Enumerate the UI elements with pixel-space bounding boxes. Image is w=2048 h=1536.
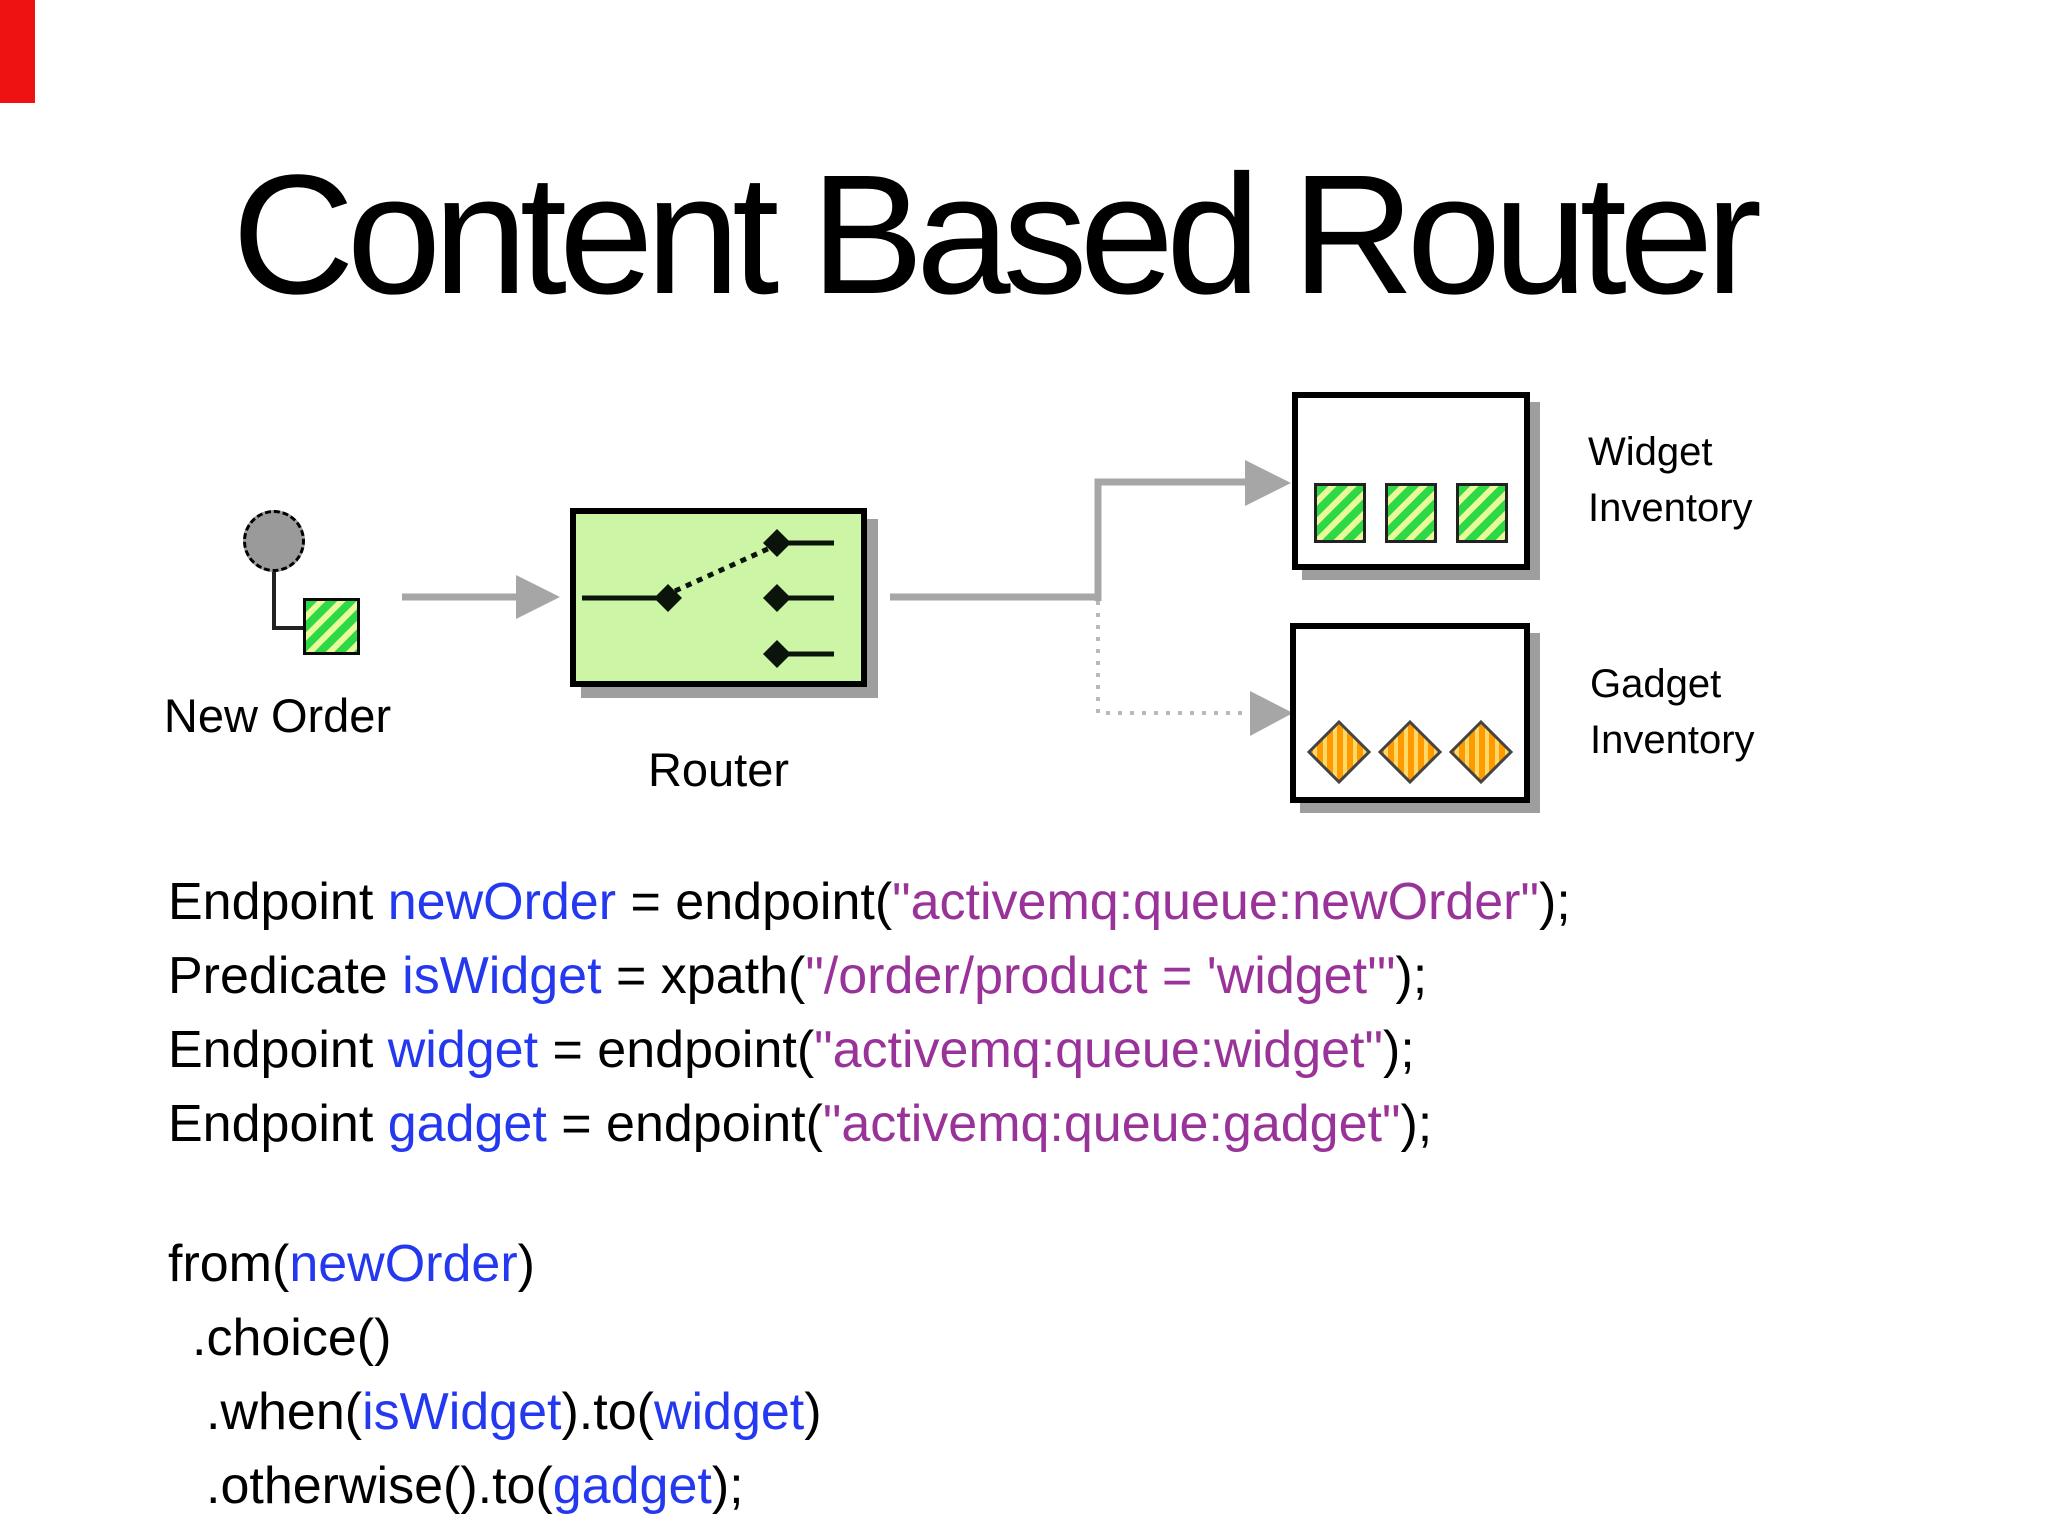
gadget-diamond: [1307, 720, 1371, 784]
code-token: isWidget: [362, 1383, 562, 1441]
code-line-3: Endpoint widget = endpoint("activemq:que…: [168, 1013, 1571, 1087]
code-token: ): [804, 1383, 822, 1441]
widget-item-icon: [1314, 483, 1366, 543]
gadget-arrowhead-icon: [1250, 691, 1293, 736]
red-corner-mark: [0, 0, 35, 103]
code-token: gadget: [552, 1457, 712, 1515]
code-line-7: .when(isWidget).to(widget): [168, 1375, 1571, 1449]
code-token: newOrder: [289, 1235, 518, 1293]
gadget-branch-dotted-line: [1096, 601, 1250, 715]
code-blank-line: [168, 1161, 1571, 1227]
code-line-6: .choice(): [168, 1301, 1571, 1375]
code-token: Endpoint: [168, 1095, 388, 1153]
new-order-label: New Order: [163, 689, 392, 742]
router-box: [570, 508, 867, 687]
widget-arrowhead-icon: [1245, 460, 1291, 506]
code-token: "/order/product = 'widget'": [805, 947, 1396, 1005]
switch-out-dot-bottom: [763, 640, 791, 668]
switch-out-dot-top: [763, 529, 791, 557]
code-token: Endpoint: [168, 1021, 388, 1079]
code-line-5: from(newOrder): [168, 1227, 1571, 1301]
code-token: );: [711, 1457, 744, 1515]
new-order-connector-line: [272, 572, 303, 630]
code-token: .choice(): [192, 1309, 392, 1367]
code-token: Predicate: [168, 947, 403, 1005]
router-label: Router: [647, 743, 790, 796]
code-token: isWidget: [402, 947, 602, 1005]
code-token: = xpath(: [601, 947, 806, 1005]
new-order-message-icon: [303, 598, 360, 655]
code-token: );: [1538, 873, 1571, 931]
code-token: gadget: [387, 1095, 547, 1153]
code-line-2: Predicate isWidget = xpath("/order/produ…: [168, 939, 1571, 1013]
widget-item-icon: [1456, 483, 1508, 543]
code-token: "activemq:queue:newOrder": [892, 873, 1539, 931]
switch-out-dot-mid: [763, 584, 791, 612]
gadget-diamond: [1449, 720, 1513, 784]
code-line-1: Endpoint newOrder = endpoint("activemq:q…: [168, 865, 1571, 939]
widget-inventory-label: Widget Inventory: [1588, 424, 1753, 536]
widget-item-icon: [1385, 483, 1437, 543]
code-line-8: .otherwise().to(gadget);: [168, 1449, 1571, 1523]
code-token: = endpoint(: [616, 873, 893, 931]
gadget-inventory-label: Gadget Inventory: [1590, 656, 1755, 768]
code-token: .when(: [206, 1383, 363, 1441]
code-token: "activemq:queue:gadget": [822, 1095, 1401, 1153]
code-token: );: [1395, 947, 1428, 1005]
widget-branch-line: [1094, 478, 1245, 601]
code-token: );: [1400, 1095, 1433, 1153]
gadget-item-icon: [1378, 720, 1442, 784]
code-token: Endpoint: [168, 873, 388, 931]
code-token: = endpoint(: [538, 1021, 815, 1079]
code-token: widget: [653, 1383, 805, 1441]
gadget-item-icon: [1307, 720, 1371, 784]
router-switch-icon: [582, 529, 834, 668]
code-token: ).to(: [561, 1383, 654, 1441]
gadget-diamond: [1378, 720, 1442, 784]
new-order-endpoint-icon: [243, 510, 305, 572]
input-arrowhead-icon: [516, 575, 560, 619]
gadget-label-line2: Inventory: [1590, 718, 1755, 762]
gadget-item-icon: [1449, 720, 1513, 784]
code-line-4: Endpoint gadget = endpoint("activemq:que…: [168, 1087, 1571, 1161]
code-token: "activemq:queue:widget": [814, 1021, 1383, 1079]
gadget-label-line1: Gadget: [1590, 662, 1722, 706]
code-block: Endpoint newOrder = endpoint("activemq:q…: [168, 865, 1571, 1523]
code-token: from(: [168, 1235, 290, 1293]
page-title: Content Based Router: [231, 140, 1762, 330]
gadget-inventory-box: [1290, 623, 1530, 803]
code-token: = endpoint(: [546, 1095, 823, 1153]
widget-label-line2: Inventory: [1588, 486, 1753, 530]
widget-inventory-box: [1292, 392, 1530, 570]
widget-label-line1: Widget: [1588, 430, 1713, 474]
code-token: );: [1382, 1021, 1415, 1079]
code-token: widget: [387, 1021, 539, 1079]
code-token: ): [517, 1235, 535, 1293]
code-token: newOrder: [387, 873, 617, 931]
switch-selector-line: [673, 544, 774, 594]
code-token: .otherwise().to(: [206, 1457, 553, 1515]
